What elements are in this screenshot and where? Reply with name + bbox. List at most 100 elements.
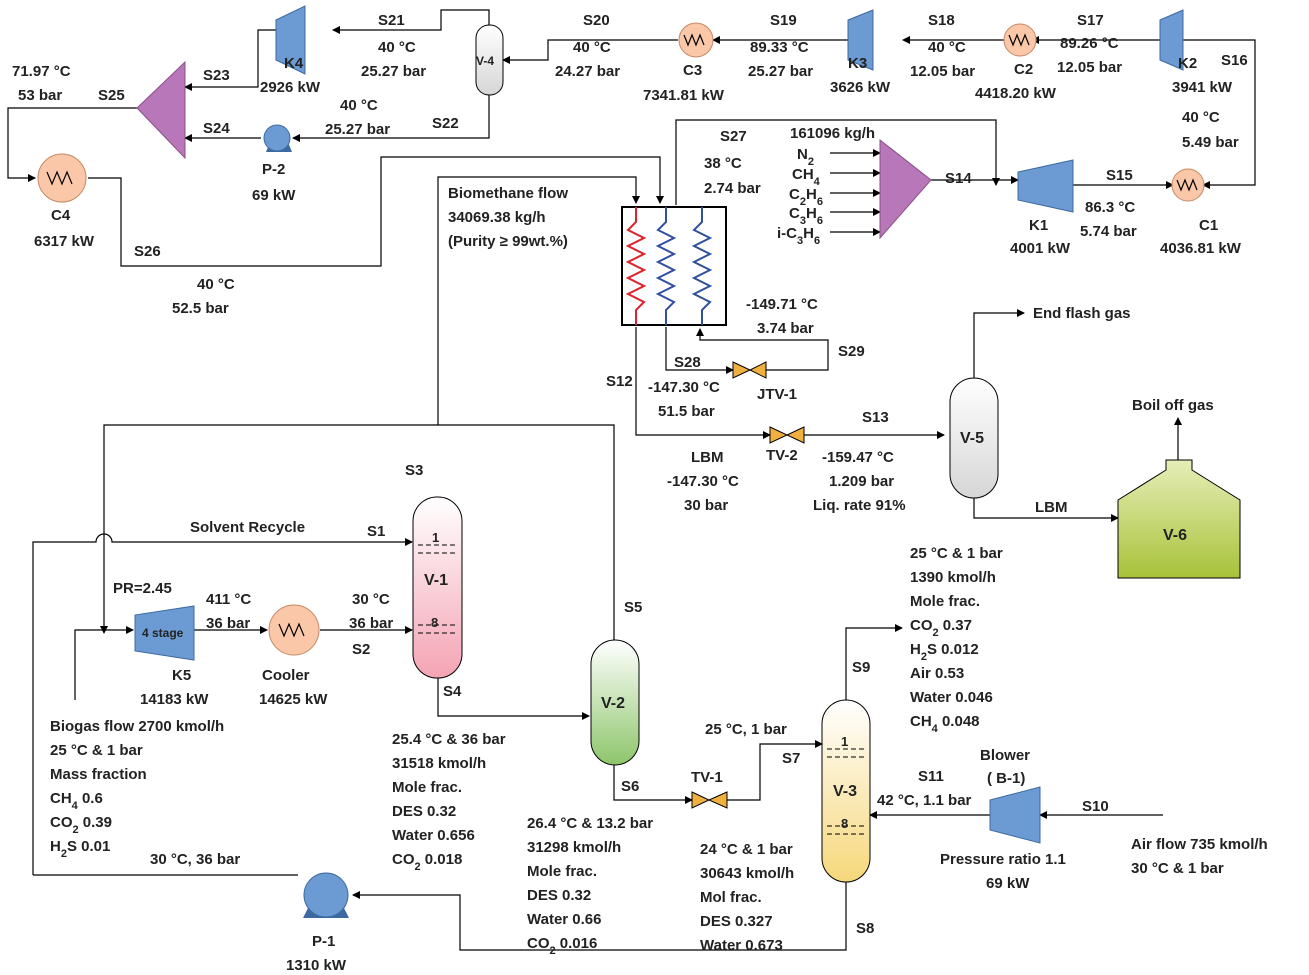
s19-pressure: 25.27 bar	[748, 63, 813, 80]
s26-line	[88, 156, 664, 267]
c4-cooler-icon	[37, 153, 87, 203]
s22-temp: 40 °C	[340, 97, 378, 114]
s16-temp: 40 °C	[1182, 109, 1220, 126]
k1-compressor-icon	[1017, 159, 1074, 213]
s8_block-line-2: Mol frac.	[700, 889, 762, 906]
k4-duty: 2926 kW	[260, 79, 321, 96]
k3-compressor-icon	[847, 9, 874, 71]
s8_block-line-4: Water 0.673	[700, 937, 783, 954]
biogas-info: Biogas flow 2700 kmol/h25 °C & 1 barMass…	[50, 718, 224, 860]
s1-line	[32, 533, 413, 875]
lbm-temp: -147.30 °C	[667, 473, 739, 490]
s8_block-line-0: 24 °C & 1 bar	[700, 841, 793, 858]
c1-cooler-icon	[1171, 168, 1205, 202]
s11-label: S11	[918, 768, 944, 785]
s2-label: S2	[352, 641, 370, 658]
s4-line	[437, 678, 590, 720]
s29-temp: -149.71 °C	[746, 296, 818, 313]
c1-name: C1	[1199, 217, 1218, 234]
s16-label: S16	[1221, 52, 1248, 69]
s1-label: S1	[367, 523, 385, 540]
biogas-line-3: CH4 0.6	[50, 790, 103, 812]
s7-label: S7	[782, 750, 800, 767]
v1-column	[412, 496, 463, 679]
s6-label: S6	[621, 778, 639, 795]
biomethane-line-1: 34069.38 kg/h	[448, 209, 546, 226]
biogas-line-2: Mass fraction	[50, 766, 147, 783]
p2-duty: 69 kW	[252, 187, 296, 204]
mixer-icon	[879, 138, 932, 240]
s13-liquid-rate: Liq. rate 91%	[813, 497, 906, 514]
s4_block-line-0: 25.4 °C & 36 bar	[392, 731, 506, 748]
p1-outlet-condition: 30 °C, 36 bar	[150, 851, 240, 868]
v4-name: V-4	[476, 54, 494, 68]
s20-temp: 40 °C	[573, 39, 611, 56]
heat-exchanger-icon	[621, 206, 727, 326]
c3-duty: 7341.81 kW	[643, 87, 725, 104]
mixer-input-n2: N2	[797, 146, 814, 168]
lbm-line	[973, 497, 1119, 522]
biogas-line-5: H2S 0.01	[50, 838, 110, 860]
lbm-outlet-label: LBM	[1035, 499, 1068, 516]
c3-name: C3	[683, 62, 702, 79]
s2-temp: 30 °C	[352, 591, 390, 608]
cooler-duty: 14625 kW	[259, 691, 328, 708]
s18-label: S18	[928, 12, 955, 29]
s20-pressure: 24.27 bar	[555, 63, 620, 80]
jtv1-valve-icon	[732, 361, 767, 379]
mixer-input-ch4: CH4	[792, 166, 821, 188]
s21-temp: 40 °C	[378, 39, 416, 56]
s25-temp: 71.97 °C	[12, 63, 71, 80]
tv2-valve-icon	[769, 426, 805, 444]
s27-flow: 161096 kg/h	[790, 125, 875, 142]
v3-tray-bottom: 8	[841, 816, 848, 831]
s16-line	[1183, 39, 1256, 189]
c4-name: C4	[51, 207, 71, 224]
s12-label: S12	[606, 373, 633, 390]
s15-label: S15	[1106, 167, 1133, 184]
blower-tag: ( B-1)	[987, 770, 1025, 787]
c2-cooler-icon	[1003, 23, 1037, 57]
s9-label: S9	[852, 659, 870, 676]
s9_block-line-5: Air 0.53	[910, 665, 964, 682]
s8-line	[352, 880, 847, 951]
s13-pressure: 1.209 bar	[829, 473, 894, 490]
s8_block-line-1: 30643 kmol/h	[700, 865, 794, 882]
s25-label: S25	[98, 87, 125, 104]
k5-pr: PR=2.45	[113, 580, 172, 597]
s4_block-line-3: DES 0.32	[392, 803, 456, 820]
s3-label: S3	[405, 462, 423, 479]
s13-temp: -159.47 °C	[822, 449, 894, 466]
k4-name: K4	[284, 55, 304, 72]
s4_block-line-5: CO2 0.018	[392, 851, 462, 873]
k3-name: K3	[848, 55, 867, 72]
mixer-input-ic3h6: i-C3H6	[777, 225, 820, 247]
s19-temp: 89.33 °C	[750, 39, 809, 56]
s26-pressure: 52.5 bar	[172, 300, 229, 317]
s6_block-line-3: DES 0.32	[527, 887, 591, 904]
biomethane-line-0: Biomethane flow	[448, 185, 568, 202]
s27-line	[675, 119, 1000, 205]
s26-temp: 40 °C	[197, 276, 235, 293]
s20-line	[502, 39, 678, 64]
s17-label: S17	[1077, 12, 1104, 29]
c4-duty: 6317 kW	[34, 233, 95, 250]
s14-label: S14	[945, 170, 972, 187]
s9-line	[845, 624, 903, 710]
blower-icon	[989, 786, 1041, 844]
s29-line	[696, 328, 829, 371]
s27-temp: 38 °C	[704, 155, 742, 172]
s7-condition: 25 °C, 1 bar	[705, 721, 787, 738]
s6_block-line-5: CO2 0.016	[527, 935, 597, 957]
v6-tank	[1117, 459, 1241, 579]
k5-name: K5	[172, 667, 191, 684]
s26-label: S26	[134, 243, 161, 260]
c3-cooler-icon	[678, 22, 714, 58]
k2-duty: 3941 kW	[1172, 79, 1233, 96]
s9_block-line-0: 25 °C & 1 bar	[910, 545, 1003, 562]
s21-pressure: 25.27 bar	[361, 63, 426, 80]
